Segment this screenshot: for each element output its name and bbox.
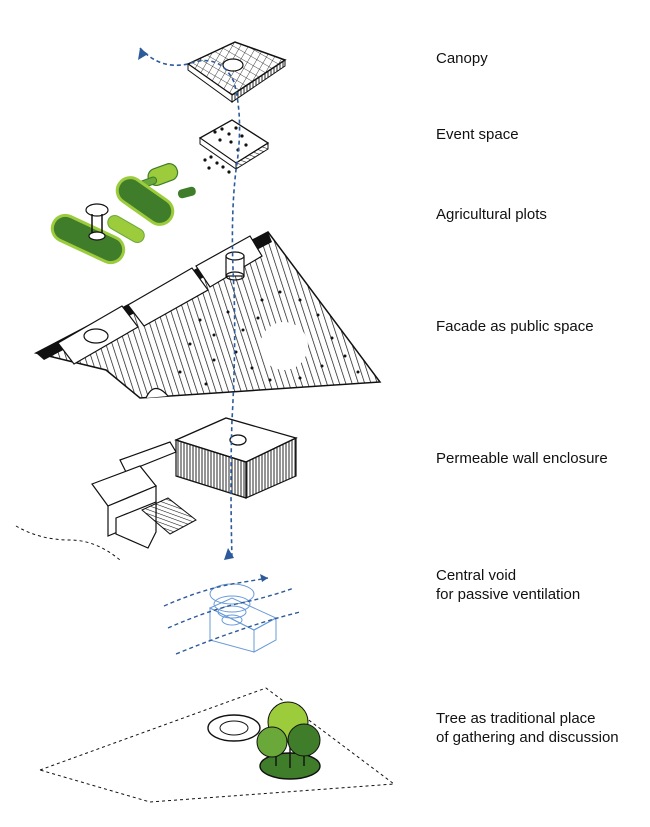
canopy-layer — [186, 41, 287, 103]
agricultural-plots-layer — [50, 163, 196, 265]
event-space-layer — [198, 119, 270, 174]
label-agricultural-plots: Agricultural plots — [436, 206, 547, 223]
central-void-layer — [163, 548, 301, 655]
tree-layer — [38, 687, 396, 803]
label-central-void: Central void for passive ventilation — [436, 567, 581, 603]
label-facade-as-public-space: Facade as public space — [436, 318, 594, 335]
label-canopy: Canopy — [436, 50, 488, 67]
facade-layer — [33, 231, 382, 399]
ventilation-flow-path — [138, 47, 241, 561]
permeable-wall-layer — [15, 417, 298, 561]
label-permeable-wall-enclosure: Permeable wall enclosure — [436, 450, 608, 467]
label-event-space: Event space — [436, 126, 519, 143]
label-tree-gathering: Tree as traditional place of gathering a… — [436, 710, 619, 746]
